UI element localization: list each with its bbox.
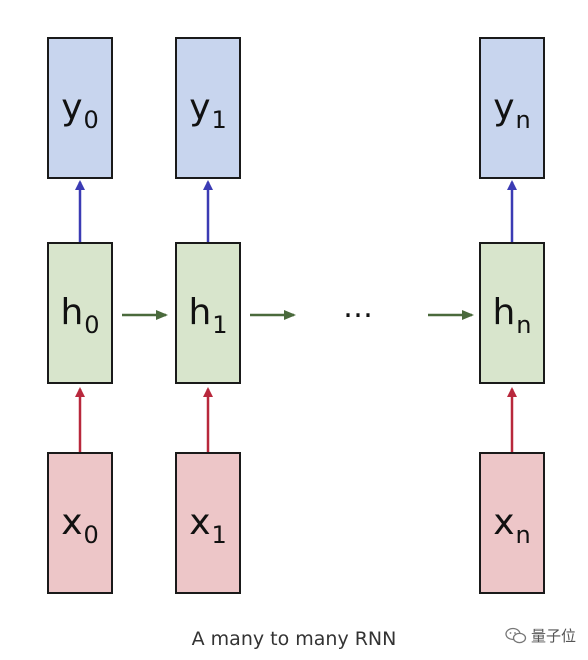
ellipsis: … <box>343 290 374 325</box>
node-subscript: 0 <box>83 106 99 134</box>
node-label: y <box>493 87 515 128</box>
node-subscript: 1 <box>211 521 227 549</box>
node-label: x <box>189 502 211 543</box>
node-label: x <box>61 502 83 543</box>
watermark-text: 量子位 <box>530 627 576 645</box>
node-subscript: 1 <box>211 106 227 134</box>
node-subscript: n <box>515 106 531 134</box>
node-label: x <box>493 502 515 543</box>
node-label: h <box>188 292 212 333</box>
node-subscript: 1 <box>212 311 228 339</box>
node-subscript: n <box>516 311 532 339</box>
node-label: h <box>492 292 516 333</box>
watermark: 量子位 <box>505 625 576 646</box>
node-label: y <box>189 87 211 128</box>
node-subscript: n <box>515 521 531 549</box>
node-label: y <box>61 87 83 128</box>
node-subscript: 0 <box>83 521 99 549</box>
diagram-caption: A many to many RNN <box>191 628 397 650</box>
node-subscript: 0 <box>84 311 100 339</box>
node-label: h <box>60 292 84 333</box>
wechat-icon <box>505 627 527 643</box>
